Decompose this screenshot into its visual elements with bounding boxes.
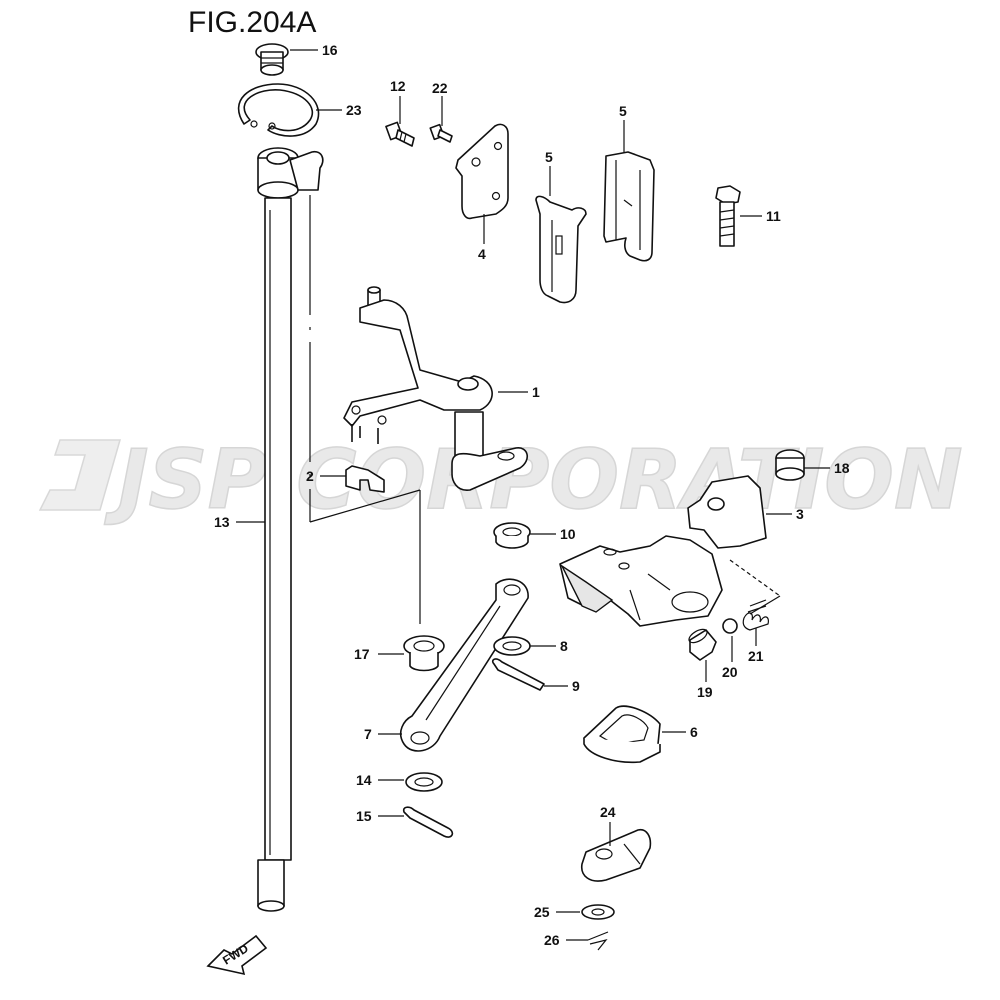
part-14-washer[interactable] — [405, 772, 443, 792]
label-part-5-right: 5 — [619, 103, 627, 119]
label-part-22: 22 — [432, 80, 448, 96]
label-part-21: 21 — [748, 648, 764, 664]
part-17-bushing[interactable] — [403, 635, 445, 672]
fwd-arrow-icon: FWD — [206, 934, 268, 976]
part-18-plug[interactable] — [775, 449, 805, 481]
label-part-2: 2 — [306, 468, 314, 484]
assembly-leader-3 — [729, 559, 781, 615]
label-part-11: 11 — [766, 208, 781, 224]
leader-lines — [236, 49, 830, 941]
label-part-18: 18 — [834, 460, 850, 476]
watermark: JSP CORPORATION — [38, 432, 963, 529]
label-part-1: 1 — [532, 384, 540, 400]
part-19-bushing[interactable] — [687, 627, 717, 661]
part-8-washer[interactable] — [493, 636, 531, 656]
label-part-4: 4 — [478, 246, 486, 262]
label-part-24: 24 — [600, 804, 616, 820]
part-5-clip-right[interactable] — [603, 151, 655, 262]
label-part-17: 17 — [354, 646, 370, 662]
part-26-pin[interactable] — [587, 931, 609, 951]
part-1-shift-lever[interactable] — [343, 286, 528, 491]
part-22-screw[interactable] — [429, 123, 453, 143]
part-20-ball[interactable] — [722, 618, 738, 634]
part-9-cotter-pin[interactable] — [491, 658, 545, 691]
part-15-cotter-pin[interactable] — [402, 806, 454, 838]
label-part-26: 26 — [544, 932, 560, 948]
label-part-13: 13 — [214, 514, 230, 530]
label-part-10: 10 — [560, 526, 576, 542]
label-part-9: 9 — [572, 678, 580, 694]
label-part-14: 14 — [356, 772, 372, 788]
part-11-bolt[interactable] — [715, 185, 741, 247]
part-23-circlip[interactable] — [237, 83, 320, 137]
label-part-19: 19 — [697, 684, 713, 700]
part-12-bolt[interactable] — [385, 121, 415, 147]
watermark-text: JSP CORPORATION — [104, 433, 963, 528]
label-part-7: 7 — [364, 726, 372, 742]
assembly-leader-rod-17 — [309, 195, 421, 624]
label-part-3: 3 — [796, 506, 804, 522]
part-7-link[interactable] — [399, 578, 529, 752]
part-25-washer[interactable] — [581, 904, 615, 920]
label-part-23: 23 — [346, 102, 362, 118]
label-part-20: 20 — [722, 664, 738, 680]
label-part-25: 25 — [534, 904, 550, 920]
part-3-bracket[interactable] — [559, 475, 767, 627]
figure-title: FIG.204A — [188, 6, 317, 39]
label-part-8: 8 — [560, 638, 568, 654]
part-16-plug[interactable] — [255, 43, 289, 76]
label-part-5-center: 5 — [545, 149, 553, 165]
part-5-clip-center[interactable] — [535, 195, 587, 304]
part-labels: 16 23 12 22 4 5 5 11 1 2 13 10 18 3 17 8… — [214, 42, 850, 948]
part-6-grommet[interactable] — [583, 705, 661, 764]
label-part-12: 12 — [390, 78, 406, 94]
part-10-grommet[interactable] — [493, 522, 531, 549]
part-4-plate[interactable] — [455, 123, 509, 220]
part-2-clip[interactable] — [345, 465, 385, 493]
label-part-16: 16 — [322, 42, 338, 58]
part-13-shift-rod[interactable] — [257, 147, 324, 912]
label-part-6: 6 — [690, 724, 698, 740]
part-21-spring[interactable] — [742, 599, 769, 631]
label-part-15: 15 — [356, 808, 372, 824]
part-24-clip[interactable] — [581, 828, 652, 882]
